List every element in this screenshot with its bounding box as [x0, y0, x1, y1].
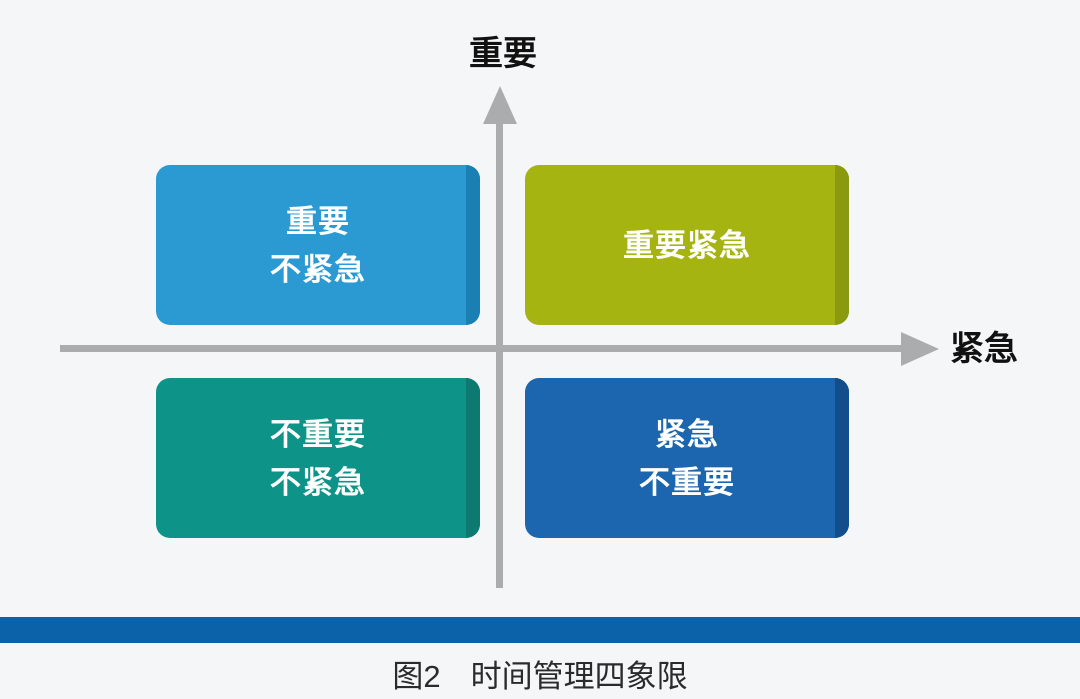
- quadrant-label-line: 不紧急: [270, 464, 366, 500]
- figure-number: 图2: [392, 659, 441, 694]
- quadrant-label-line: 不重要: [270, 416, 366, 452]
- y-axis-label: 重要: [469, 35, 537, 73]
- figure-caption: 图2 时间管理四象限: [0, 659, 1080, 694]
- quadrant-label-line: 不紧急: [270, 251, 366, 287]
- divider-bar: [0, 617, 1080, 643]
- x-axis-label: 紧急: [950, 330, 1018, 368]
- quadrant-not-important-not-urgent: 不重要 不紧急: [156, 378, 480, 538]
- figure-title: 时间管理四象限: [470, 659, 688, 694]
- quadrant-label-line: 重要: [286, 203, 350, 239]
- right-arrow-icon: [901, 331, 939, 366]
- quadrant-label-line: 重要紧急: [623, 227, 751, 263]
- up-arrow-icon: [483, 86, 517, 124]
- quadrant-label-line: 紧急: [655, 416, 719, 452]
- quadrant-urgent-not-important: 紧急 不重要: [525, 378, 849, 538]
- quadrant-label-line: 不重要: [639, 464, 735, 500]
- quadrant-important-not-urgent: 重要 不紧急: [156, 165, 480, 325]
- quadrant-important-urgent: 重要紧急: [525, 165, 849, 325]
- x-axis-line: [60, 345, 905, 352]
